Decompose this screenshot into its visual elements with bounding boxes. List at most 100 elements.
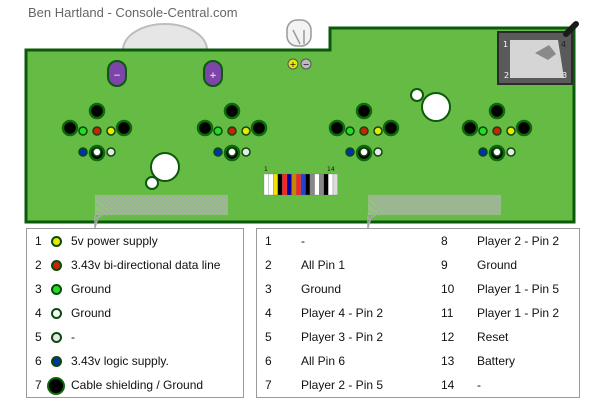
signal-pin: [92, 147, 102, 157]
signal-pin: [373, 147, 383, 157]
shield-pin: [328, 119, 346, 137]
hatch-line: [166, 194, 188, 216]
hatch-line: [367, 210, 381, 216]
shield-pin: [88, 102, 106, 120]
hatch-line: [202, 194, 224, 216]
signal-pin: [213, 147, 223, 157]
ribbon-wire: [263, 173, 269, 196]
hatch-line: [174, 194, 196, 216]
signal-pin: [78, 126, 88, 136]
capacitor-plus-icon: +: [203, 60, 223, 87]
hatch-line: [379, 194, 401, 216]
pin-description: Player 1 - Pin 2: [477, 306, 560, 320]
hatch-line: [94, 202, 112, 216]
signal-pin: [359, 147, 369, 157]
hatch-line: [395, 194, 417, 216]
legend-label: 3.43v logic supply.: [71, 354, 169, 368]
signal-pin: [345, 126, 355, 136]
pin-description: Player 3 - Pin 2: [301, 330, 384, 344]
hatch-line: [491, 194, 502, 205]
hatch-line: [94, 210, 108, 216]
ribbon-wire: [314, 173, 320, 196]
pin-number: 7: [265, 378, 272, 392]
ribbon-wire: [323, 173, 329, 196]
pin-color-swatch: [51, 284, 62, 295]
hatch-line: [158, 194, 180, 216]
signal-pin: [213, 126, 223, 136]
pin-number: 11: [441, 306, 454, 320]
ribbon-wire: [277, 173, 283, 196]
controller-port-pins: [461, 102, 533, 162]
pin-description: All Pin 6: [301, 354, 346, 368]
signal-pin: [373, 126, 383, 136]
signal-pin: [478, 147, 488, 157]
hatch-line: [443, 194, 465, 216]
shield-pin: [382, 119, 400, 137]
legend-number: 3: [35, 282, 42, 296]
power-switch: 1 4 2 3: [497, 21, 579, 85]
shield-pin: [515, 119, 533, 137]
shield-pin: [196, 119, 214, 137]
legend-number: 4: [35, 306, 42, 320]
hatch-line: [170, 194, 192, 216]
hatch-line: [162, 194, 184, 216]
pin-number: 1: [265, 234, 272, 248]
hatch-line: [206, 194, 228, 216]
ribbon-wire: [319, 173, 324, 196]
pin-number: 8: [441, 234, 448, 248]
hatch-line: [427, 194, 449, 216]
ribbon-wire: [268, 173, 274, 196]
pin-number: 2: [265, 258, 272, 272]
credit-text: Ben Hartland - Console-Central.com: [28, 5, 238, 20]
legend-label: -: [71, 330, 75, 344]
ribbon-wire: [296, 173, 301, 196]
signal-pin: [106, 147, 116, 157]
signal-pin: [492, 147, 502, 157]
hatch-line: [94, 194, 116, 216]
ribbon-connector: 1 14: [263, 166, 338, 196]
hatch-line: [367, 214, 377, 220]
ribbon-wire: [300, 173, 306, 196]
ribbon-wire: [282, 173, 288, 196]
signal-pin: [241, 147, 251, 157]
pin-color-swatch: [51, 236, 62, 247]
hatch-line: [495, 194, 502, 201]
legend-number: 2: [35, 258, 42, 272]
hatch-line: [122, 194, 144, 216]
pin-row: 11 Player 1 - Pin 2: [433, 301, 579, 325]
svg-text:2: 2: [504, 71, 509, 80]
signal-pin: [227, 126, 237, 136]
hatch-line: [150, 194, 172, 216]
pin-number: 9: [441, 258, 448, 272]
pin-description: -: [477, 378, 481, 392]
hatch-line: [138, 194, 160, 216]
ribbon-wire: [291, 173, 297, 196]
pad-right: [367, 194, 502, 228]
signal-pin: [506, 147, 516, 157]
legend-label: Cable shielding / Ground: [71, 378, 204, 392]
capacitor-minus-icon: −: [107, 60, 127, 87]
ribbon-wire: [305, 173, 311, 196]
pin-number: 13: [441, 354, 455, 368]
hatch-line: [367, 194, 389, 216]
mounting-hole: [421, 92, 451, 122]
hatch-line: [411, 194, 433, 216]
shield-pin: [355, 102, 373, 120]
shield-pin: [115, 119, 133, 137]
signal-pin: [506, 126, 516, 136]
legend-label: 5v power supply: [71, 234, 158, 248]
hatch-line: [391, 194, 413, 216]
pin-color-swatch: [47, 377, 65, 395]
hatch-line: [126, 194, 148, 216]
